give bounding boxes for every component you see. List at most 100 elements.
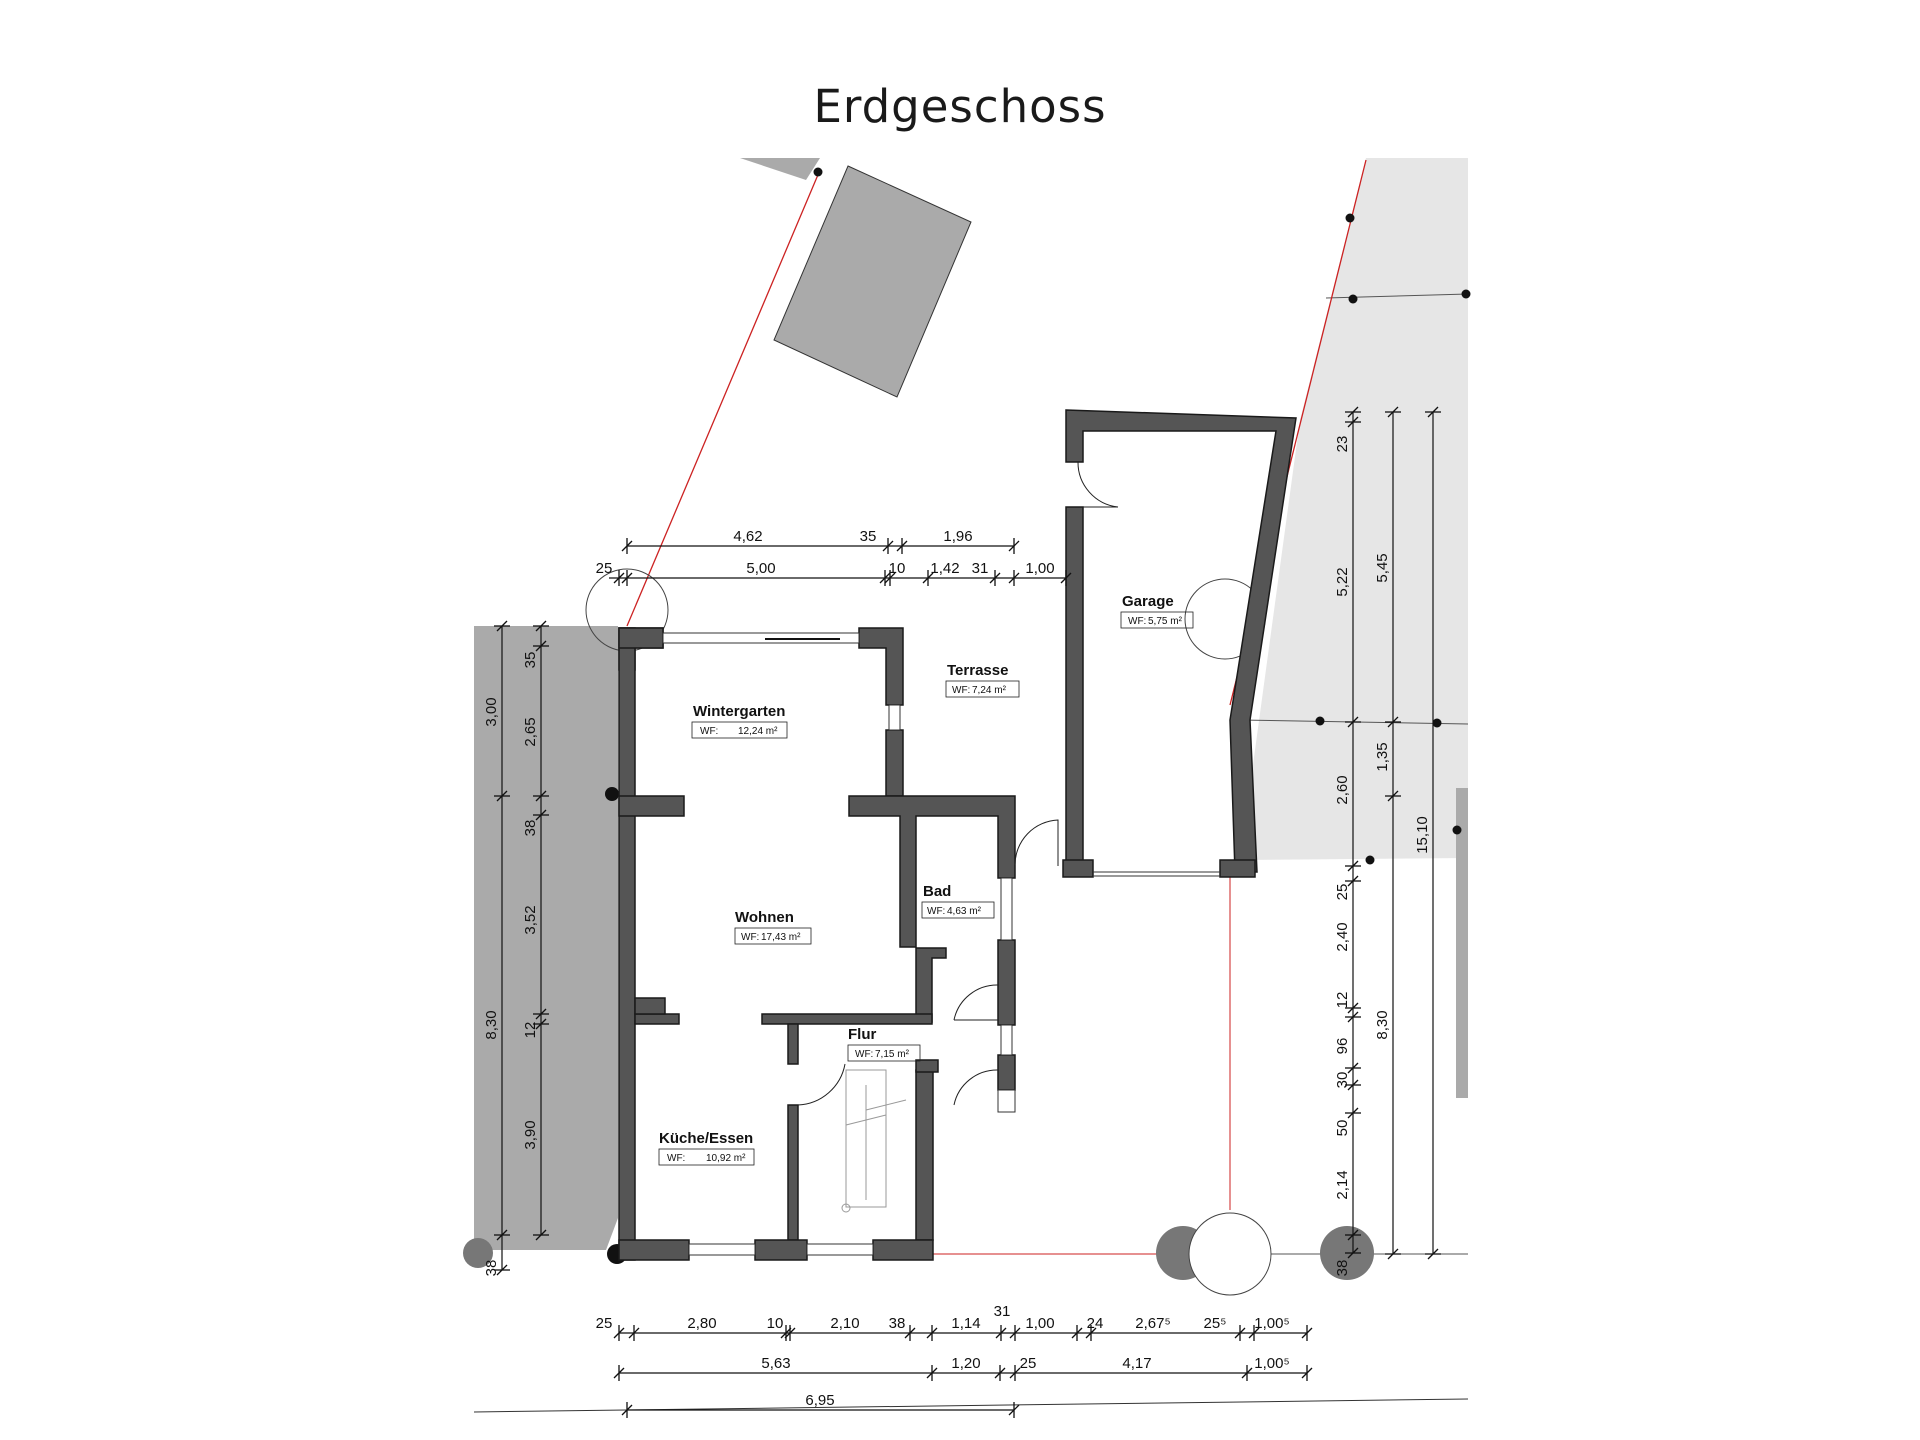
room-area-wohnen: 17,43 m²: [761, 932, 801, 943]
window-bath-east-2: [1000, 1024, 1013, 1056]
room-area-wintergarten: 12,24 m²: [738, 726, 778, 737]
survey-point: [1348, 294, 1358, 304]
tree-circle: [463, 1238, 493, 1268]
dim-top-row1-label: 35: [860, 528, 877, 545]
dim-bottom-row1-label: 24: [1087, 1315, 1104, 1332]
dim-left-col1-tick: [496, 790, 508, 802]
dim-bottom-row1-tick: [628, 1327, 640, 1339]
dim-bottom-row1-label: 2,10: [830, 1315, 859, 1332]
door-swing-garage: [1077, 461, 1119, 508]
trees: [463, 568, 1374, 1296]
door-swing-hall: [953, 1069, 999, 1106]
dim-bottom-row1-tick: [904, 1327, 916, 1339]
dim-bottom-row1-label: 25⁵: [1204, 1315, 1227, 1332]
dim-right-col1-label: 2,14: [1334, 1170, 1351, 1199]
dim-top-row1-tick: [1008, 540, 1020, 552]
dim-bottom-row1-label: 10: [767, 1315, 784, 1332]
dim-top-row1-tick: [896, 540, 908, 552]
dim-right-col2-label: 5,45: [1374, 553, 1391, 582]
garage-wall-east-foot: [1219, 859, 1256, 878]
dim-top-row2-label: 1,42: [930, 560, 959, 577]
dim-bottom-row1-tick: [780, 1327, 792, 1339]
dim-right-col1-tick: [1347, 716, 1359, 728]
dim-right-col2-tick: [1387, 406, 1399, 418]
dim-bottom-row3-tick: [1008, 1404, 1020, 1416]
dim-left-col1-label: 8,30: [483, 1010, 500, 1039]
tree-circle: [1188, 1212, 1272, 1296]
dim-bottom-row1-label: 1,00⁵: [1254, 1315, 1289, 1332]
window-south-hall: [806, 1243, 874, 1256]
dim-bottom-row1-tick: [926, 1327, 938, 1339]
dim-bottom-row1-label: 2,80: [687, 1315, 716, 1332]
dim-left-col2-tick: [535, 640, 547, 652]
window-hall-east: [997, 1089, 1016, 1113]
wall-hall-east: [915, 1069, 934, 1241]
wall-living-north: [848, 795, 1016, 948]
dim-right-col1-label: 96: [1334, 1038, 1351, 1055]
dim-right-col1-tick: [1347, 875, 1359, 887]
dim-bottom-row1-tick: [1248, 1327, 1260, 1339]
dim-left-col1-label: 3,00: [483, 697, 500, 726]
dim-right-col3-label: 15,10: [1414, 816, 1431, 854]
dim-left-col1-tick: [496, 1229, 508, 1241]
garage-wall-west-foot: [1062, 859, 1094, 878]
dim-right-col1-tick: [1347, 860, 1359, 872]
survey-point: [1315, 716, 1325, 726]
wall-south-1: [618, 1239, 690, 1261]
dim-left-col2-label: 2,65: [522, 717, 539, 746]
dim-right-col2-label: 8,30: [1374, 1010, 1391, 1039]
room-wf-label: WF:: [700, 726, 718, 737]
dim-right-col1-label: 38: [1334, 1260, 1351, 1277]
garage-wall-west: [1065, 506, 1084, 873]
room-wf-label: WF:: [741, 932, 759, 943]
dim-top-row1-tick: [621, 540, 633, 552]
dim-top-row1-label: 4,62: [733, 528, 762, 545]
stairs: [841, 1069, 907, 1213]
door-swing-terrace: [1014, 819, 1059, 866]
wall-kitchen-north-left: [634, 1013, 680, 1025]
house-walls: [618, 627, 1016, 1261]
dim-right-col1-label: 12: [1334, 992, 1351, 1009]
doors: [797, 461, 1119, 1106]
dim-right-col1-label: 25: [1334, 884, 1351, 901]
dim-left-col2-label: 12: [522, 1022, 539, 1039]
dim-bottom-row1-tick: [1009, 1327, 1021, 1339]
room-area-bad: 4,63 m²: [947, 906, 982, 917]
wall-bath-inner: [915, 947, 947, 1023]
window-wintergarten-north: [662, 632, 860, 644]
dim-top-row2-label: 1,00: [1025, 560, 1054, 577]
dim-bottom-row1-label: 38: [889, 1315, 906, 1332]
dim-bottom-row2-label: 25: [1020, 1355, 1037, 1372]
dim-bottom-row2-label: 4,17: [1122, 1355, 1151, 1372]
dim-bottom-row1-label: 25: [596, 1315, 613, 1332]
dim-bottom-row1-label: 1,00: [1025, 1315, 1054, 1332]
dim-right-col2-tick: [1387, 1248, 1399, 1260]
window-wintergarten-east: [888, 704, 901, 731]
neighbour-building: [773, 165, 972, 398]
room-wf-label: WF:: [927, 906, 945, 917]
dim-left-col2-tick: [535, 809, 547, 821]
dim-right-col2-tick: [1387, 790, 1399, 802]
room-area-terrasse: 7,24 m²: [972, 685, 1007, 696]
dim-right-col2-label: 1,35: [1374, 742, 1391, 771]
dim-top-row2-tick: [613, 572, 625, 584]
neighbour-plot-left: [474, 626, 618, 1250]
garage: [1062, 409, 1297, 878]
dim-left-col2-tick: [535, 1008, 547, 1020]
room-wf-label: WF:: [667, 1153, 685, 1164]
dim-top-row2-label: 10: [889, 560, 906, 577]
room-name-wintergarten: Wintergarten: [693, 703, 785, 720]
dim-bottom-row2-tick: [1301, 1367, 1313, 1379]
dim-bottom-row1-tick: [784, 1327, 796, 1339]
dim-bottom-row2-tick: [1241, 1367, 1253, 1379]
stair-outline: [845, 1069, 887, 1208]
windows: [662, 632, 1016, 1256]
room-wf-label: WF:: [1128, 616, 1146, 627]
dim-top-row1-tick: [882, 540, 894, 552]
dim-bottom-row1-label: 1,14: [951, 1315, 980, 1332]
dim-bottom-row1-tick: [1085, 1327, 1097, 1339]
wall-hall-west-2: [787, 1104, 799, 1241]
dim-left-col2-tick: [535, 620, 547, 632]
